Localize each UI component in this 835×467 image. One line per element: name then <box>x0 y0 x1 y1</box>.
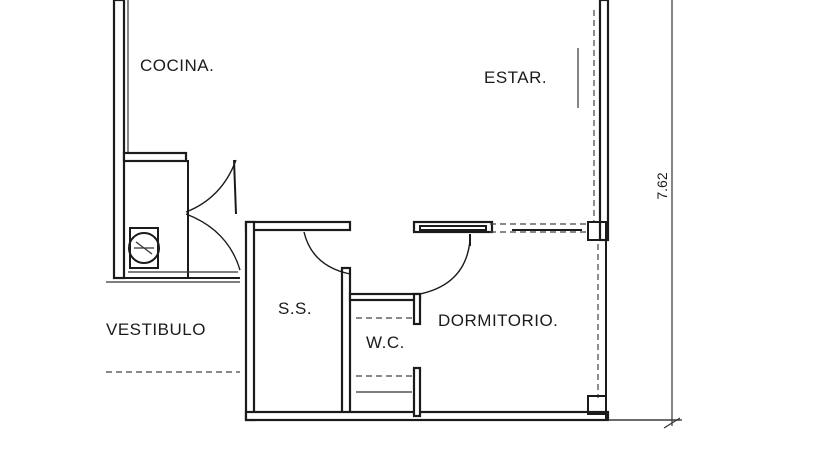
column-right-bottom <box>587 395 607 415</box>
wall-right-exterior <box>598 0 610 242</box>
door-swing-kitchen-lower <box>185 213 241 271</box>
column-right-middle <box>587 221 607 241</box>
wall-bottom <box>244 410 610 422</box>
wall-ss-outline <box>244 220 352 232</box>
room-label-estar: ESTAR. <box>484 68 548 87</box>
room-label-dormitorio: DORMITORIO. <box>438 311 559 330</box>
wall-ss-right <box>340 266 352 418</box>
door-swing-kitchen-upper <box>185 159 237 213</box>
door-leaf-kitchen-upper <box>233 159 237 215</box>
room-label-ss: S.S. <box>278 299 313 318</box>
wall-dormitorio-top-inner <box>419 225 487 231</box>
room-label-vestibulo: VESTIBULO <box>106 320 206 339</box>
door-swing-ss <box>303 231 351 275</box>
wall-wc-right-bottom <box>412 366 422 418</box>
room-label-wc: W.C. <box>366 333 405 352</box>
room-label-cocina: COCINA. <box>140 56 215 75</box>
wall-closet-outline <box>123 160 189 279</box>
wall-kitchen-left <box>112 0 126 280</box>
door-swing-dormitorio <box>419 239 471 295</box>
water-heater-tank <box>128 232 160 264</box>
wall-wc-right-top <box>412 292 422 326</box>
wall-kitchen-bottom <box>122 151 188 163</box>
wall-ss-left <box>244 220 256 422</box>
dimension-label-vertical: 7.62 <box>654 172 670 200</box>
wall-wc-top <box>348 292 422 302</box>
